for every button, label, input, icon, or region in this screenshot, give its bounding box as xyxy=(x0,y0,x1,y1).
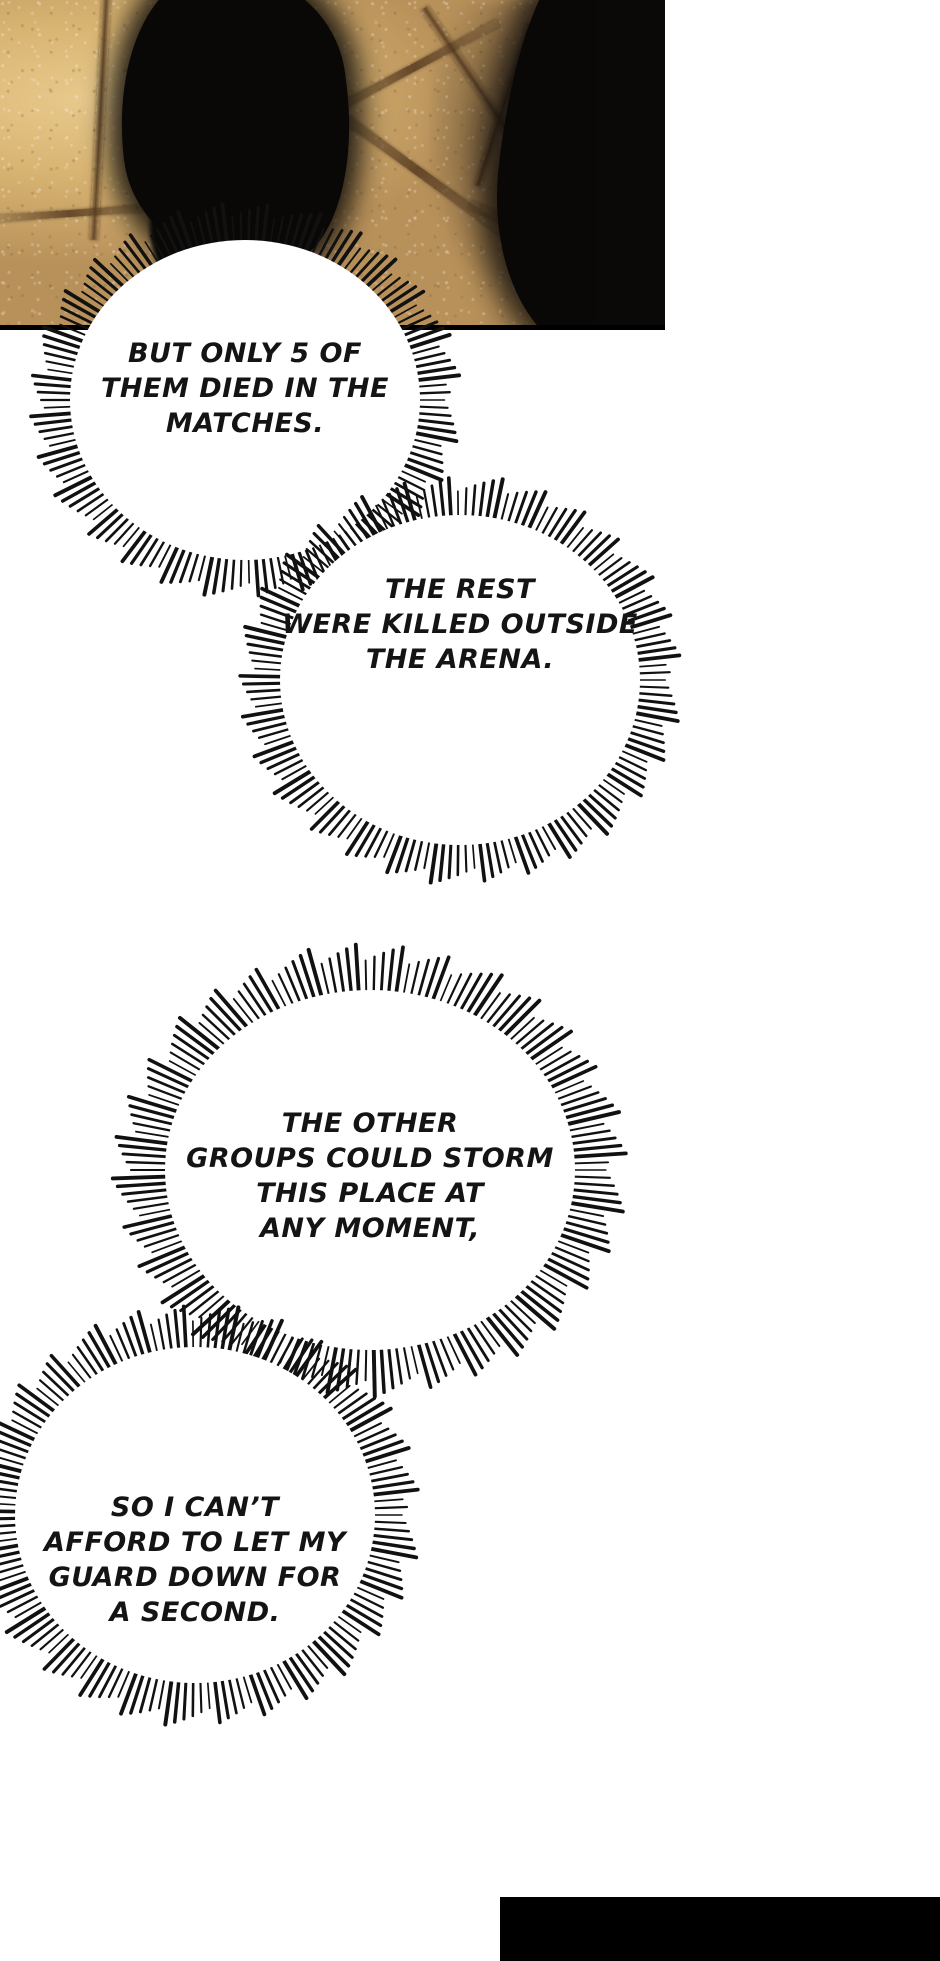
panel-black-bottom xyxy=(500,1897,940,1961)
shadow-corner xyxy=(598,0,665,330)
bubble-4-text: SO I CAN’T AFFORD TO LET MY GUARD DOWN F… xyxy=(44,1492,346,1629)
panel-gutter-right xyxy=(665,0,940,330)
speech-bubble-2: THE REST WERE KILLED OUTSIDE THE ARENA. xyxy=(225,470,695,890)
bubble-1-text: BUT ONLY 5 OF THEM DIED IN THE MATCHES. xyxy=(101,338,389,440)
speech-bubble-1: BUT ONLY 5 OF THEM DIED IN THE MATCHES. xyxy=(10,190,480,610)
spiky-bubble-shape-2 xyxy=(238,476,682,885)
speech-bubble-3: THE OTHER GROUPS COULD STORM THIS PLACE … xyxy=(105,940,635,1400)
spiky-bubble-shape-3 xyxy=(110,942,628,1399)
speech-bubble-4: SO I CAN’T AFFORD TO LET MY GUARD DOWN F… xyxy=(0,1300,430,1730)
spiky-bubble-shape-4 xyxy=(0,1304,420,1727)
spiky-bubble-shape-1 xyxy=(29,202,462,598)
panel-photo-top xyxy=(0,0,665,330)
bubble-2-text: THE REST WERE KILLED OUTSIDE THE ARENA. xyxy=(282,574,638,676)
bubble-3-text: THE OTHER GROUPS COULD STORM THIS PLACE … xyxy=(186,1108,554,1245)
